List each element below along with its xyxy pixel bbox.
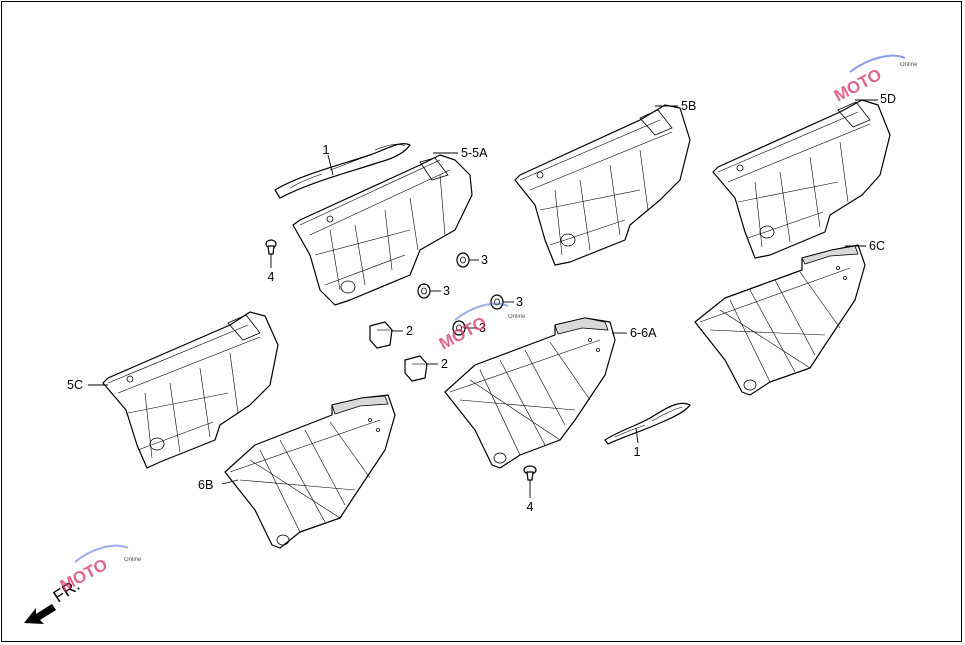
watermark-tagline-center: Online bbox=[508, 314, 526, 320]
watermark-tagline-bottom: Online bbox=[124, 557, 142, 563]
watermark-brand-center: MOTO bbox=[436, 313, 490, 354]
callout-4-bottom: 4 bbox=[527, 500, 534, 514]
emblem-left bbox=[274, 143, 411, 199]
callout-2-b: 2 bbox=[441, 357, 448, 371]
side-cover-6-6a bbox=[444, 317, 616, 469]
callout-3-c: 3 bbox=[516, 295, 523, 309]
callout-5d: 5D bbox=[880, 92, 896, 106]
watermark-top-right: MOTO Online bbox=[831, 54, 918, 106]
side-cover-6c bbox=[694, 244, 866, 396]
grommet-3c bbox=[490, 294, 504, 310]
callout-5c: 5C bbox=[67, 378, 83, 392]
side-cover-5d bbox=[712, 99, 891, 259]
callout-1-emblem-right: 1 bbox=[634, 445, 641, 459]
callout-6b: 6B bbox=[198, 478, 213, 492]
callout-3-b: 3 bbox=[443, 284, 450, 298]
watermark-bottom-left: MOTO Online bbox=[57, 544, 142, 596]
screw-4-left bbox=[265, 239, 277, 255]
callout-1-emblem-left: 1 bbox=[323, 143, 330, 157]
callout-4-left: 4 bbox=[268, 270, 275, 284]
watermark-brand-bottom: MOTO bbox=[57, 555, 111, 596]
callout-5-5a: 5-5A bbox=[461, 146, 488, 160]
side-cover-5c bbox=[102, 311, 279, 469]
grommet-3a bbox=[456, 252, 470, 268]
leader-lines bbox=[88, 99, 878, 498]
emblem-right bbox=[604, 402, 691, 445]
watermark-tagline-top: Online bbox=[900, 62, 918, 68]
callout-5b: 5B bbox=[681, 99, 696, 113]
screw-4-bottom bbox=[523, 465, 537, 481]
callout-6c: 6C bbox=[869, 239, 885, 253]
clip-2a bbox=[369, 321, 393, 349]
callout-6-6a: 6-6A bbox=[630, 326, 657, 340]
watermark-center: MOTO Online bbox=[436, 302, 526, 354]
callout-3-d: 3 bbox=[479, 321, 486, 335]
side-cover-5b bbox=[514, 104, 691, 266]
side-cover-5-5a bbox=[292, 154, 473, 306]
front-arrow-icon bbox=[24, 604, 56, 624]
grommet-3b bbox=[417, 283, 431, 299]
callout-3-a: 3 bbox=[481, 253, 488, 267]
watermark-brand-top: MOTO bbox=[831, 65, 885, 106]
side-cover-6b bbox=[224, 394, 396, 549]
callout-2-a: 2 bbox=[406, 324, 413, 338]
clip-2b bbox=[404, 355, 428, 382]
